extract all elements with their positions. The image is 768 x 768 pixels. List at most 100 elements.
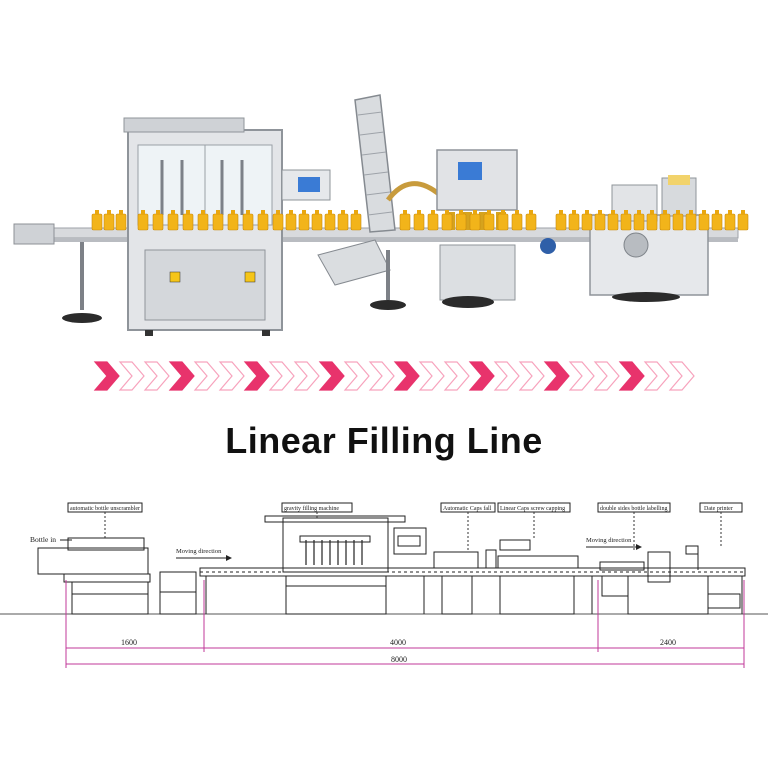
bottle-icon [711,213,723,231]
bottle-icon [607,213,619,231]
technical-drawing [0,502,768,668]
bottle-neck [501,210,505,215]
bottle-icon [227,213,239,231]
dimension-lines [65,580,745,668]
bottle-icon [337,213,349,231]
conveyor-rail [18,238,738,242]
bottle-icon [242,213,254,231]
bottle-neck [676,210,680,215]
bottle-icon [91,213,103,231]
label-date-printer: Date printer [704,506,733,512]
bottle-neck [231,210,235,215]
bottle-neck [171,210,175,215]
bottle-neck [611,210,615,215]
bottle-icon [350,213,362,231]
chevron-icon [118,361,145,391]
chevron-icon [518,361,545,391]
drawing-text: automatic bottle unscrambler Bottle in M… [30,505,733,555]
capping-machine [436,149,518,308]
bottle-icon [167,213,179,231]
bottle-neck [156,210,160,215]
bottle-icon [737,213,749,231]
chevron-icon [168,361,195,391]
capping-drawing [433,539,579,615]
label-gravity-filling: gravity filling machine [284,505,339,512]
chevron-icon [143,361,170,391]
bottle-icon [672,213,684,231]
dimension-1600: 1600 [121,638,137,647]
bottle-neck [559,210,563,215]
bottle-neck [216,210,220,215]
label-moving-direction-right: Moving direction [586,537,632,544]
chevron-icon [668,361,695,391]
chevron-icon [543,361,570,391]
bottle-icon [646,213,658,231]
filling-machine-drawing [264,515,427,615]
chevron-icon [493,361,520,391]
bottle-neck [624,210,628,215]
bottle-neck [529,210,533,215]
chevron-icon [568,361,595,391]
chevron-icon [643,361,670,391]
bottle-neck [585,210,589,215]
bottle-icon [581,213,593,231]
bottle-neck [276,210,280,215]
chevron-icon [593,361,620,391]
bottle-neck [246,210,250,215]
bottle-neck [473,210,477,215]
bottle-neck [341,210,345,215]
bottle-icon [298,213,310,231]
bottle-icon [103,213,115,231]
bottle-neck [637,210,641,215]
conveyor-end-left [13,223,55,245]
chevron-icon [618,361,645,391]
bottle-neck [186,210,190,215]
dimension-4000: 4000 [390,638,406,647]
bottle-icon [212,213,224,231]
bottle-neck [431,210,435,215]
bottle-icon [197,213,209,231]
conveyor-drawing [199,567,746,577]
page-title: Linear Filling Line [225,420,543,461]
label-caps-fall: Automatic Caps fall [443,505,492,512]
bottle-icon [659,213,671,231]
bottle-icon [115,213,127,231]
bottle-icon [511,213,523,231]
bottle-icon [568,213,580,231]
bottle-icon [698,213,710,231]
bottle-neck [663,210,667,215]
bottle-icon [427,213,439,231]
bottle-icon [525,213,537,231]
chevron-icon [368,361,395,391]
chevron-icon [418,361,445,391]
bottle-icon [413,213,425,231]
bottle-neck [515,210,519,215]
chevron-icon [318,361,345,391]
chevron-icon [243,361,270,391]
label-bottle-in: Bottle in [30,535,56,544]
bottle-icon [285,213,297,231]
bottle-icon [399,213,411,231]
bottle-neck [459,210,463,215]
bottle-neck [728,210,732,215]
bottle-neck [487,210,491,215]
bottle-icon [483,213,495,231]
bottle-neck [702,210,706,215]
bottle-neck [650,210,654,215]
bottle-icon [182,213,194,231]
bottle-icon [311,213,323,231]
bottle-icon [137,213,149,231]
bottle-icon [685,213,697,231]
bottle-icon [272,213,284,231]
cap-elevator [317,94,442,310]
label-double-labelling: double sides bottle labelling [600,506,668,512]
dimension-text: 1600 4000 2400 8000 [121,638,676,664]
chevron-icon [343,361,370,391]
bottle-neck [328,210,332,215]
bottle-neck [261,210,265,215]
bottle-neck [417,210,421,215]
bottle-icon [152,213,164,231]
bottle-icon [620,213,632,231]
chevron-icon [293,361,320,391]
